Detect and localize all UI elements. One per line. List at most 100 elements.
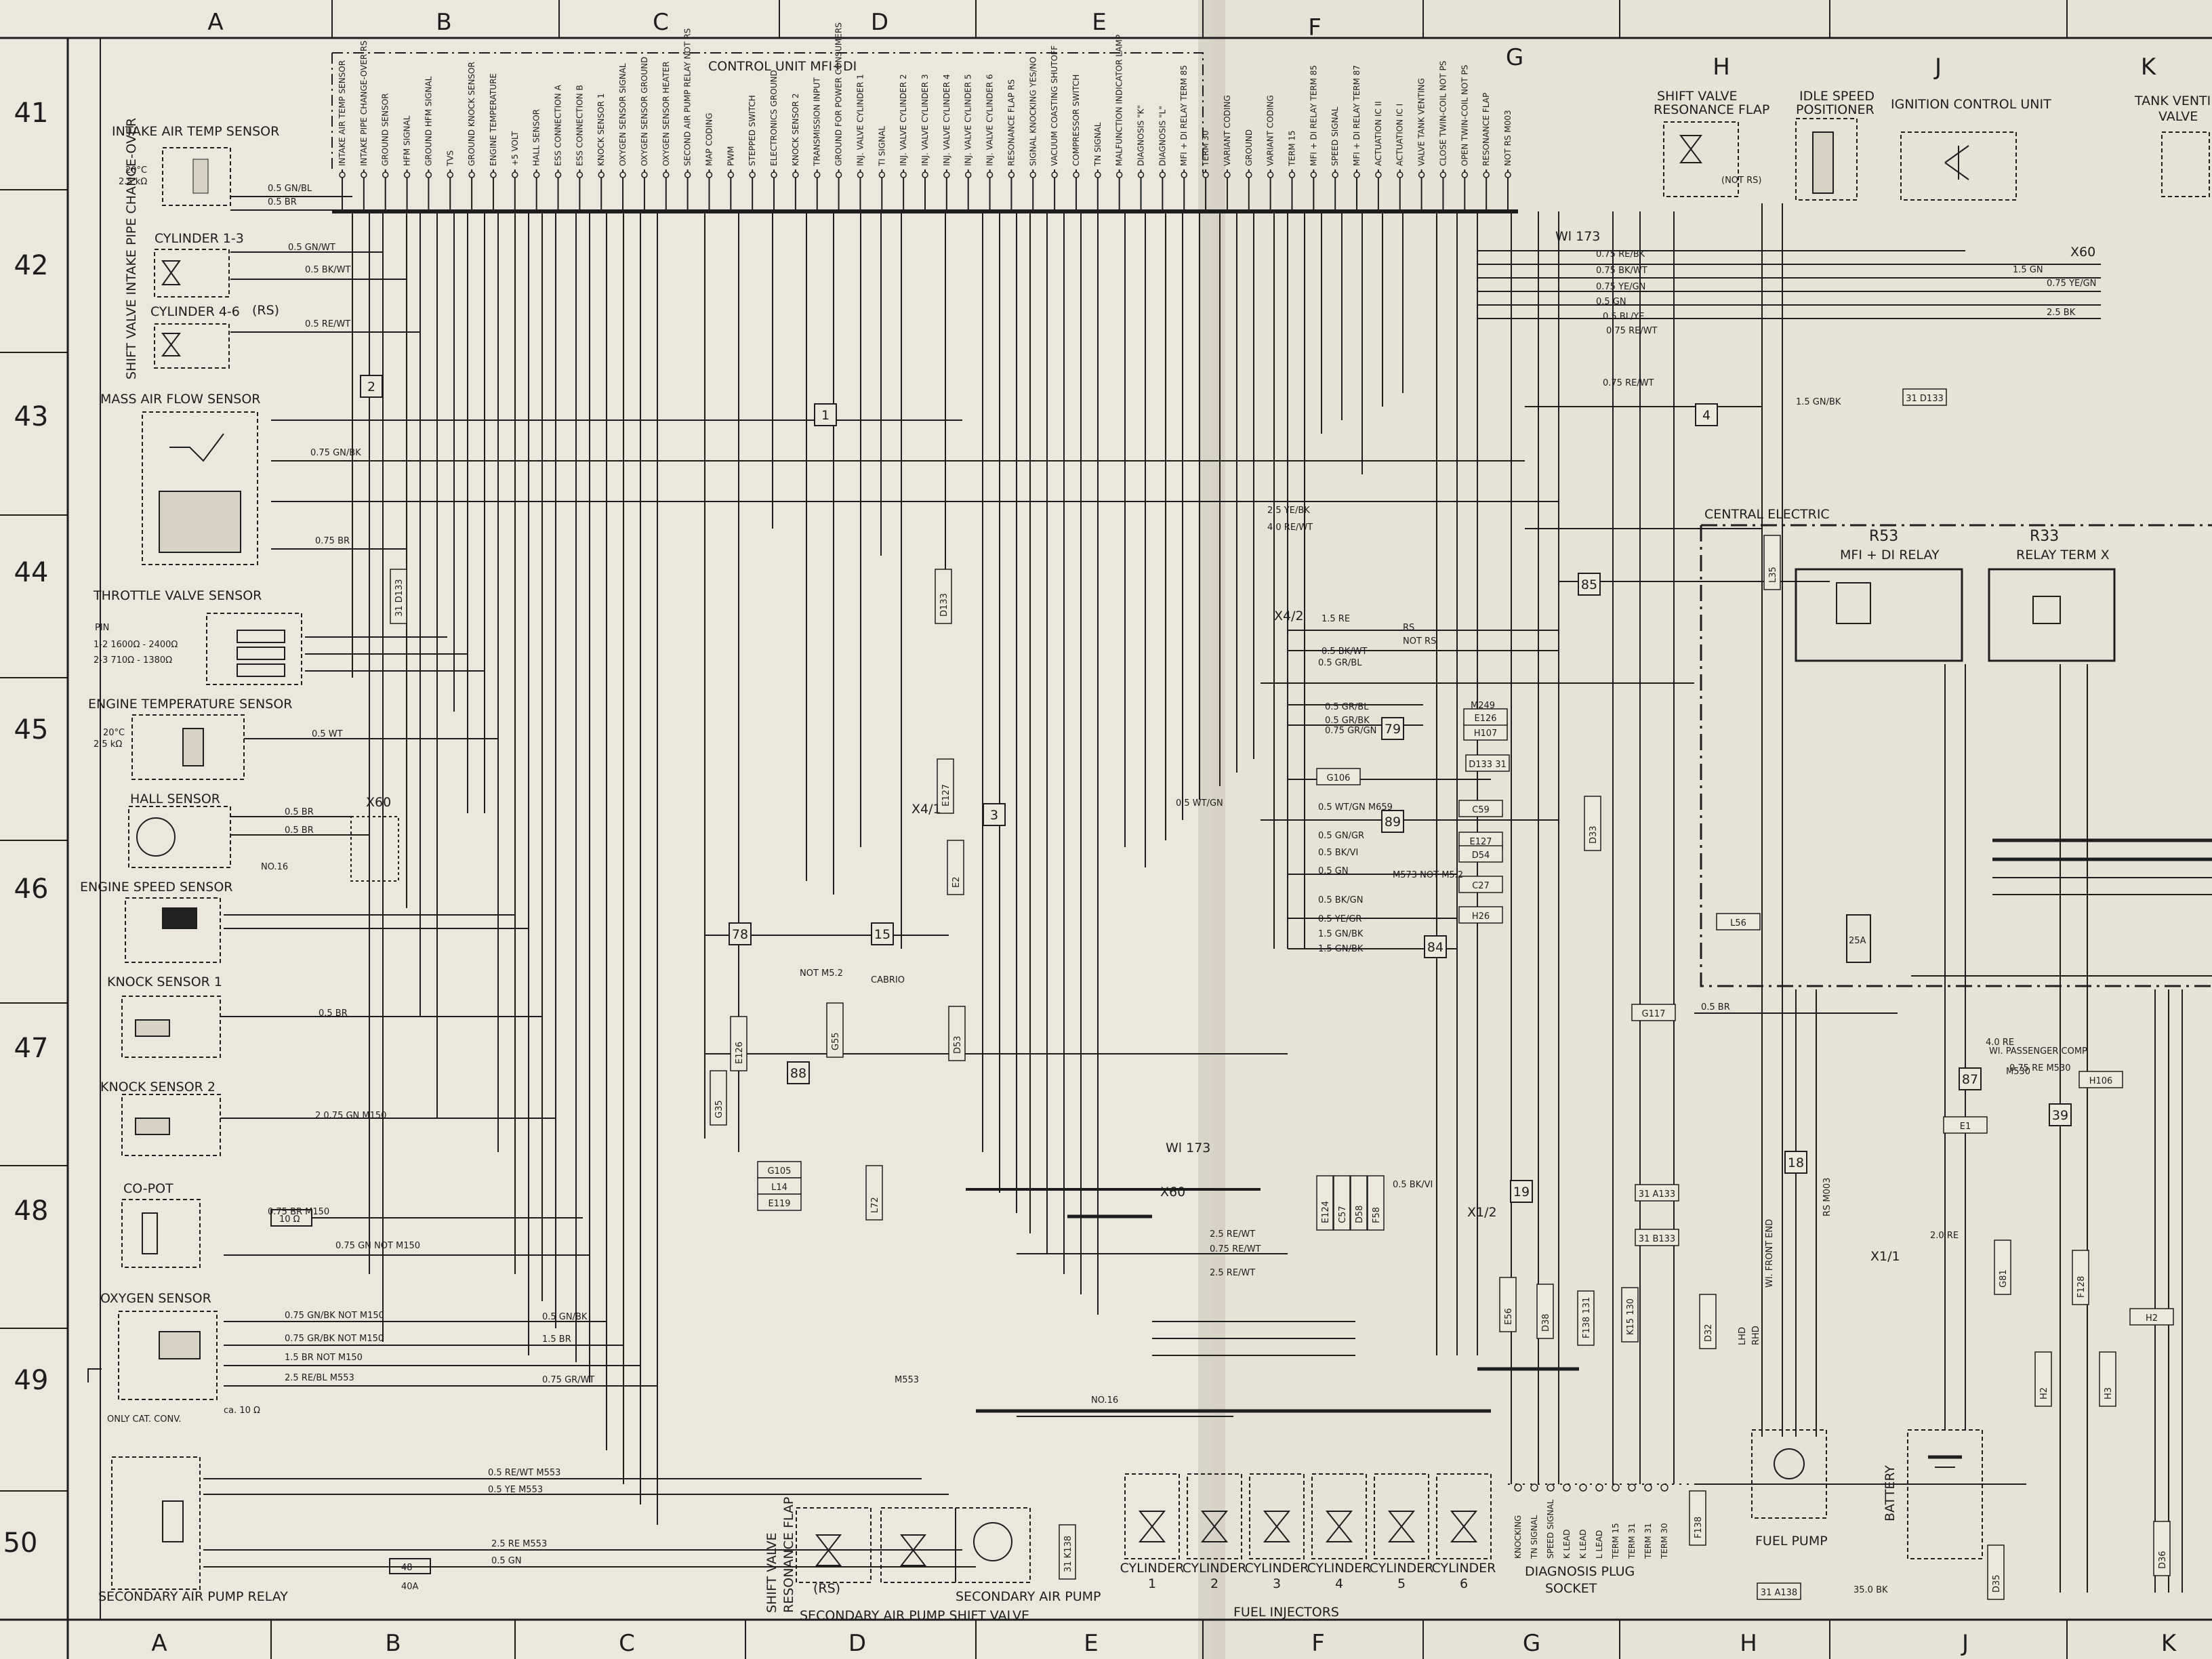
- injector-number: 6: [1460, 1576, 1468, 1591]
- wire-label: 1.5 BR: [542, 1334, 571, 1345]
- ref-box: [710, 1070, 727, 1126]
- ref-box: [2129, 1308, 2174, 1326]
- cu-pin-label: VALVE TANK VENTING: [1417, 78, 1427, 166]
- ref-box: [1584, 796, 1601, 851]
- wire-label: 1.5 GN/BK: [1318, 929, 1364, 939]
- injector-number: 2: [1210, 1576, 1218, 1591]
- wire-label: 0.75 RE/BK: [1596, 249, 1645, 260]
- ref-box: [1458, 845, 1503, 863]
- r53-name: MFI + DI RELAY: [1840, 548, 1940, 562]
- column-labels-bottom: A B C D E F G H J K: [151, 1630, 2177, 1657]
- cu-pin-terminal: [1396, 171, 1404, 178]
- misc-cabrio: CABRIO: [871, 975, 905, 985]
- ref-label: 31 D133: [1906, 394, 1944, 404]
- cu-pin-terminal: [705, 171, 713, 178]
- diag-pin-label: L LEAD: [1595, 1530, 1604, 1559]
- junction-box: [814, 403, 837, 426]
- misc-m249: M249: [1471, 701, 1495, 711]
- ref-box: [757, 1161, 802, 1179]
- misc-rs-m003: RS M003: [1822, 1178, 1832, 1216]
- cu-pin-terminal: [1267, 171, 1274, 178]
- diag-pin: [1563, 1483, 1571, 1492]
- junction-box: [787, 1061, 810, 1084]
- junction-number: 85: [1581, 577, 1597, 592]
- col-label: K: [2141, 54, 2157, 81]
- wire-label: 0.5 YE M553: [488, 1485, 543, 1495]
- wire-label: 1.5 GN/BK: [1318, 944, 1364, 954]
- oxygen-sensor: [87, 1311, 218, 1400]
- mass-air-flow-title: MASS AIR FLOW SENSOR: [100, 392, 261, 407]
- ref-box: [1316, 1175, 1334, 1231]
- cu-pin-label: SPEED SIGNAL: [1330, 106, 1340, 166]
- cu-pin-terminal: [1029, 171, 1037, 178]
- wire-label: 0.5 GR/BL: [1318, 658, 1362, 668]
- knock-sensor-1: [121, 996, 221, 1058]
- wire-label: 2.5 RE M553: [491, 1539, 547, 1549]
- ref-label: G106: [1327, 773, 1351, 783]
- col-label: E: [1084, 1630, 1098, 1657]
- injector-valve-icon: [1200, 1511, 1229, 1542]
- cu-pin-terminal: [1504, 171, 1511, 178]
- wire-label: 0.5 GN: [491, 1556, 522, 1566]
- connector-label: X60: [1160, 1185, 1185, 1200]
- cu-pin-label: ACTUATION IC II: [1374, 101, 1383, 166]
- col-label: D: [848, 1630, 866, 1657]
- ref-label: 31 A138: [1761, 1588, 1797, 1598]
- ref-label: E127: [1469, 837, 1492, 847]
- wire-label: 0.5 GN/GR: [1318, 831, 1364, 841]
- diag-pin: [1660, 1483, 1668, 1492]
- injector-label: CYLINDER: [1183, 1561, 1247, 1576]
- junction-number: 84: [1427, 940, 1443, 955]
- cu-pin-terminal: [835, 171, 842, 178]
- diag-pin: [1579, 1483, 1587, 1492]
- wire-label: 0.5 WT/GN: [1176, 798, 1223, 808]
- cu-pin-terminal: [792, 171, 799, 178]
- cu-pin-label: INTAKE AIR TEMP SENSOR: [337, 60, 347, 166]
- ref-label: F58: [1372, 1207, 1382, 1223]
- ref-box: [1763, 535, 1781, 590]
- fuse-25a: 25A: [1849, 936, 1866, 946]
- junction-number: 19: [1513, 1185, 1530, 1200]
- injector-valve-icon: [1450, 1511, 1478, 1542]
- injector-number: 5: [1397, 1576, 1406, 1591]
- cu-pin-terminal: [1332, 171, 1338, 178]
- shift-valve-side-label: SHIFT VALVE INTAKE PIPE CHANGE-OVER: [124, 118, 139, 380]
- ref-label: L72: [870, 1197, 880, 1213]
- cu-pin-terminal: [598, 171, 605, 178]
- junction-box: [729, 922, 752, 945]
- wire-label: 1.5 GN: [2013, 265, 2043, 275]
- cu-pin-label: TRANSMISSION INPUT: [813, 77, 822, 167]
- throttle-resistance: 1-2 1600Ω - 2400Ω: [94, 640, 178, 650]
- cu-pin-label: VACUUM COASTING SHUTOFF: [1050, 45, 1059, 166]
- cu-pin-label: TN SIGNAL: [1093, 122, 1103, 167]
- diag-pin-label: K LEAD: [1578, 1530, 1588, 1559]
- wire-label: 0.75 YE/GN: [2047, 279, 2096, 289]
- ref-box: [1577, 1290, 1595, 1346]
- ref-box: [1458, 876, 1503, 893]
- ref-box: [1987, 1544, 2005, 1600]
- wire-label: 0.75 YE/GN: [1596, 282, 1645, 292]
- cu-pin-terminal: [922, 171, 928, 178]
- cu-pin-label: RESONANCE FLAP: [1481, 93, 1491, 166]
- idle-speed-title: POSITIONER: [1796, 102, 1875, 117]
- fuel-pump: [1751, 1429, 1827, 1519]
- injector-body: [1311, 1473, 1367, 1559]
- row-label: 41: [14, 98, 49, 129]
- row-label: 47: [14, 1033, 49, 1064]
- junction-number: 87: [1962, 1072, 1978, 1087]
- junction-box: [1578, 573, 1601, 596]
- cu-pin-terminal: [576, 171, 583, 178]
- junction-number: 79: [1385, 722, 1401, 737]
- ref-label: 31 D133: [394, 579, 405, 617]
- ref-box: [1699, 1294, 1717, 1349]
- sec-air-shift-valve-title: SECONDARY AIR PUMP SHIFT VALVE: [800, 1608, 1029, 1623]
- cu-pin-terminal: [1288, 171, 1296, 178]
- ref-box: [947, 840, 964, 895]
- diag-pin: [1595, 1483, 1603, 1492]
- bottom-valves: [796, 1507, 1031, 1583]
- cu-pin-label: RESONANCE FLAP RS: [1006, 79, 1016, 166]
- wire-label: 2.0 RE: [1930, 1231, 1959, 1241]
- cu-pin-terminal: [1073, 171, 1080, 178]
- ref-box: [826, 1002, 844, 1058]
